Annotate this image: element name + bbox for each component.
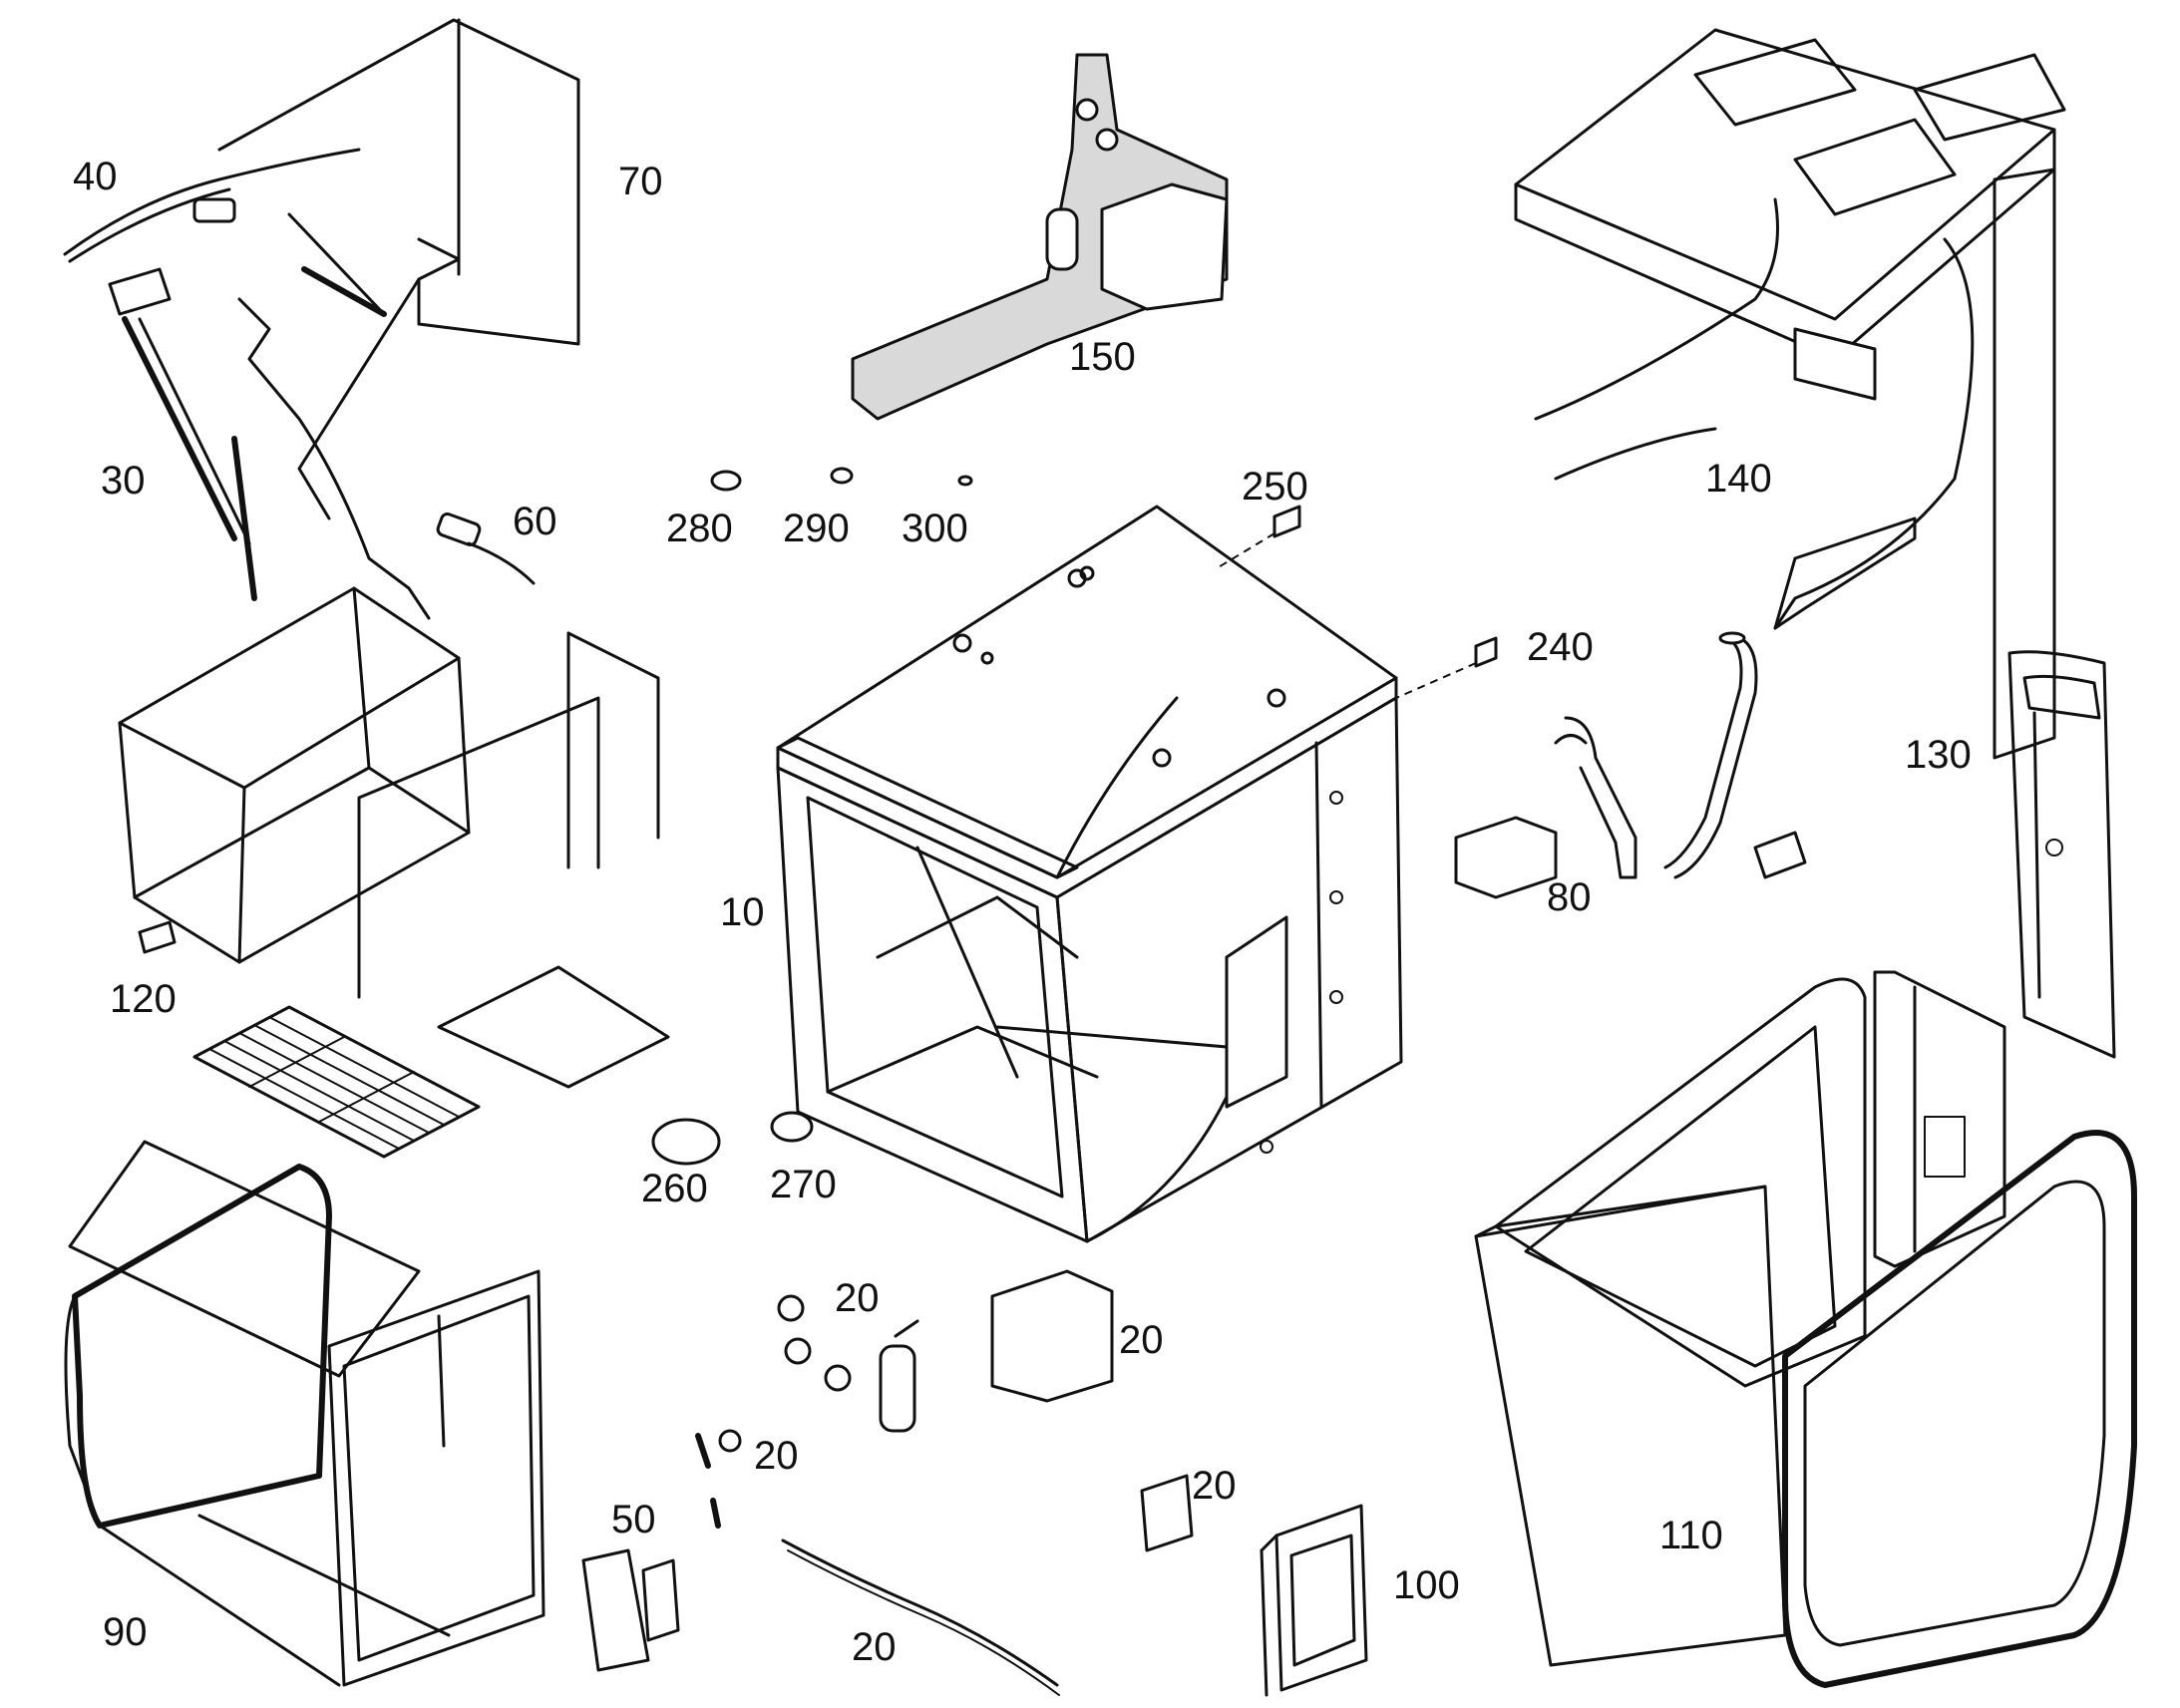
part-120-frame-assembly — [118, 586, 660, 999]
callout-20: 20 — [1192, 1464, 1237, 1508]
callout-90: 90 — [103, 1610, 148, 1654]
plug-290 — [830, 467, 854, 485]
callout-70: 70 — [618, 160, 663, 203]
callout-labels: 10 20 20 20 20 20 30 40 50 60 70 80 90 1… — [73, 155, 1972, 1669]
callout-120: 120 — [110, 977, 177, 1021]
plug-260 — [651, 1118, 721, 1166]
part-10-cab-frame — [776, 505, 1403, 1243]
callout-50: 50 — [611, 1498, 656, 1541]
callout-260: 260 — [641, 1167, 708, 1210]
part-140-roof-module — [1514, 28, 2066, 760]
plate — [1140, 1474, 1194, 1552]
callout-60: 60 — [513, 500, 557, 543]
ring-2 — [784, 1337, 812, 1365]
extinguisher — [879, 1344, 916, 1433]
callout-290: 290 — [783, 507, 850, 550]
callout-20: 20 — [1119, 1318, 1164, 1362]
floor-grate — [192, 1005, 481, 1159]
callout-270: 270 — [770, 1163, 837, 1206]
callout-300: 300 — [902, 507, 968, 550]
callout-20: 20 — [754, 1434, 799, 1478]
part-150-rear-console — [851, 53, 1229, 421]
inner-side-panel — [1873, 970, 2006, 1268]
ring-4 — [718, 1429, 742, 1453]
callout-40: 40 — [73, 155, 118, 198]
callout-130: 130 — [1905, 733, 1972, 777]
mirror-bracket — [581, 1548, 650, 1672]
part-30-wiper-arm — [108, 267, 257, 601]
callout-100: 100 — [1393, 1563, 1460, 1607]
part-110-door-frame — [1474, 977, 2137, 1688]
plug-300 — [957, 475, 973, 487]
part-100-control-box — [1260, 1504, 1368, 1697]
callout-80: 80 — [1547, 875, 1592, 919]
part-70-rear-panel — [217, 18, 580, 520]
ring-1 — [777, 1294, 805, 1322]
callout-20: 20 — [852, 1625, 897, 1669]
callout-250: 250 — [1242, 465, 1308, 509]
plug-280 — [710, 470, 742, 492]
small-parts — [581, 467, 1498, 1696]
callout-10: 10 — [720, 890, 765, 934]
callout-150: 150 — [1069, 335, 1136, 379]
label-250 — [1272, 505, 1301, 538]
ring-3 — [824, 1364, 852, 1392]
part-130-door — [2007, 650, 2116, 1059]
part-80-air-ducts — [1454, 631, 1807, 899]
plug-270 — [770, 1111, 814, 1143]
callout-280: 280 — [666, 507, 733, 550]
callout-20: 20 — [835, 1276, 880, 1320]
seal-strip — [781, 1538, 1059, 1687]
part-60-handle — [436, 512, 536, 585]
callout-30: 30 — [101, 459, 146, 503]
part-40-wiper-blade — [63, 148, 431, 620]
callout-140: 140 — [1705, 457, 1772, 501]
part-90-windshield — [64, 1140, 545, 1687]
callout-110: 110 — [1659, 1514, 1723, 1557]
label-240 — [1474, 636, 1498, 668]
callout-240: 240 — [1527, 625, 1594, 669]
floor-mat — [437, 965, 670, 1089]
bracket — [990, 1269, 1114, 1403]
